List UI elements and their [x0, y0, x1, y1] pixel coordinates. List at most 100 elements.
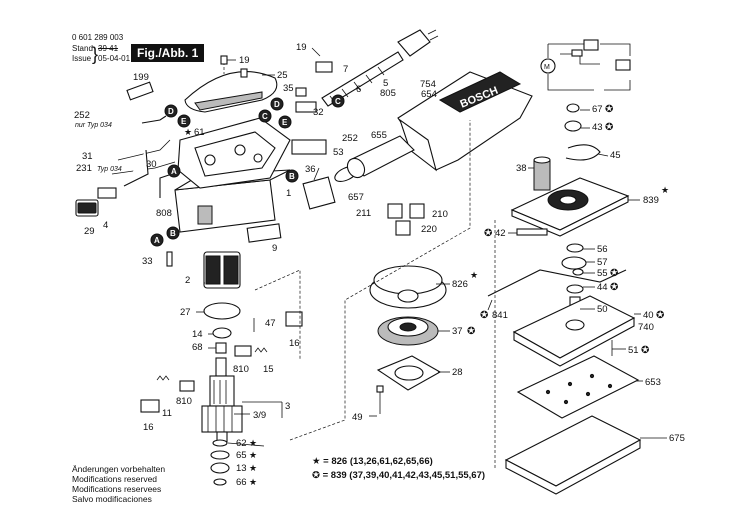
- svg-text:B: B: [289, 172, 295, 181]
- label-211: 211: [356, 208, 371, 219]
- label-657: 657: [348, 192, 364, 203]
- label-25: 25: [277, 70, 288, 81]
- part-252-connector: [291, 139, 327, 155]
- svg-text:C: C: [335, 97, 341, 106]
- svg-text:★: ★: [249, 477, 257, 487]
- part-44-bearing: [566, 284, 584, 294]
- issue-label: Issue: [72, 54, 92, 63]
- part-25-cap: [184, 71, 278, 113]
- svg-text:B: B: [170, 229, 176, 238]
- part-31-wire: [117, 139, 171, 161]
- label-16a: 16: [289, 338, 300, 349]
- label-6: 6: [356, 84, 361, 95]
- svg-text:★: ★: [249, 450, 257, 460]
- label-61-star: ★: [184, 127, 192, 137]
- part-810-brush-b: [179, 380, 195, 392]
- svg-text:✪: ✪: [656, 310, 664, 321]
- ref-marker-C-left: C: [258, 109, 272, 123]
- modification-notes: Änderungen vorbehalten Modifications res…: [72, 464, 165, 504]
- label-841: 841: [492, 310, 508, 321]
- part-826-flange: [369, 265, 447, 309]
- label-47: 47: [265, 318, 276, 329]
- legend-circled-star-text: = 839 (37,39,40,41,42,43,45,51,55,67): [322, 470, 486, 481]
- svg-text:E: E: [181, 117, 187, 126]
- note-de: Änderungen vorbehalten: [72, 464, 166, 474]
- part-53-screw: [313, 167, 320, 181]
- wiring-diagram: M: [540, 39, 631, 91]
- part-199-label-tag: [126, 81, 154, 101]
- label-653: 653: [645, 377, 661, 388]
- part-210-filter: [409, 203, 425, 219]
- part-805-plug: [397, 29, 439, 57]
- note-en: Modifications reserved: [72, 474, 158, 484]
- legend-star-symbol: ★: [312, 456, 321, 467]
- stand-value: 39 41: [98, 44, 119, 53]
- label-16b: 16: [143, 422, 154, 433]
- label-13: 13: [236, 463, 247, 474]
- label-44: 44: [597, 282, 608, 293]
- label-28: 28: [452, 367, 463, 378]
- label-4: 4: [103, 220, 108, 231]
- svg-text:E: E: [282, 118, 288, 127]
- part-30-cable: [123, 149, 149, 187]
- part-754-dust-bag: BOSCH: [397, 71, 533, 172]
- part-55-ring: [572, 268, 584, 276]
- part-841-clamp-wire: [487, 269, 627, 297]
- ref-marker-C-mid: C: [331, 94, 345, 108]
- label-808: 808: [156, 208, 172, 219]
- part-3-armature: [201, 357, 243, 443]
- label-810a: 810: [233, 364, 249, 375]
- svg-text:★: ★: [249, 438, 257, 448]
- part-16-brush-holder-b: [140, 399, 160, 413]
- label-210: 210: [432, 209, 448, 220]
- label-67: 67: [592, 104, 603, 115]
- label-62: 62: [236, 438, 247, 449]
- part-67-ring: [566, 103, 580, 113]
- label-38: 38: [516, 163, 527, 174]
- ref-marker-A-side: A: [167, 164, 181, 178]
- note-es: Salvo modificaciones: [72, 494, 152, 504]
- label-51: 51: [628, 345, 639, 356]
- svg-text:A: A: [171, 167, 177, 176]
- issue-value: 05-04-01: [98, 54, 131, 63]
- svg-text:M: M: [544, 64, 550, 71]
- label-252b: 252: [342, 133, 358, 144]
- part-13-bearing: [210, 462, 230, 474]
- label-199: 199: [133, 72, 149, 83]
- part-62-washer: [212, 439, 228, 447]
- note-fr: Modifications reservees: [72, 484, 162, 494]
- part-27-ring: [203, 302, 241, 320]
- part-36-cover: [302, 176, 336, 210]
- part-252-wire: [141, 115, 167, 124]
- part-4-connector: [97, 187, 117, 199]
- part-211-filter: [387, 203, 403, 219]
- label-32: 32: [313, 107, 324, 118]
- part-810-brush-a: [234, 345, 252, 357]
- label-37: 37: [452, 326, 463, 337]
- part-2-stator: [203, 251, 241, 289]
- ref-marker-D-mid: D: [270, 97, 284, 111]
- part-11-spring: [156, 375, 170, 381]
- svg-text:✪: ✪: [605, 122, 613, 133]
- label-66: 66: [236, 477, 247, 488]
- label-252a: 252: [74, 110, 90, 121]
- label-61: 61: [194, 127, 205, 138]
- label-11: 11: [162, 408, 172, 419]
- label-826: 826: [452, 279, 468, 290]
- label-53: 53: [333, 147, 344, 158]
- label-68: 68: [192, 342, 203, 353]
- part-14-bearing: [212, 327, 232, 339]
- part-220-filter: [395, 220, 411, 236]
- label-19b: 19: [296, 42, 307, 53]
- part-7-clamp: [315, 61, 333, 73]
- ref-marker-D-top: D: [164, 104, 178, 118]
- part-40-pad: [512, 295, 636, 367]
- label-49: 49: [352, 412, 363, 423]
- label-231: 231: [76, 163, 92, 174]
- ref-marker-E-top: E: [177, 114, 191, 128]
- label-655: 655: [371, 130, 387, 141]
- stand-label: Stand: [72, 44, 93, 53]
- part-32-cord-clamp: [295, 101, 317, 113]
- ref-marker-A-low: A: [150, 233, 164, 247]
- label-9: 9: [272, 243, 277, 254]
